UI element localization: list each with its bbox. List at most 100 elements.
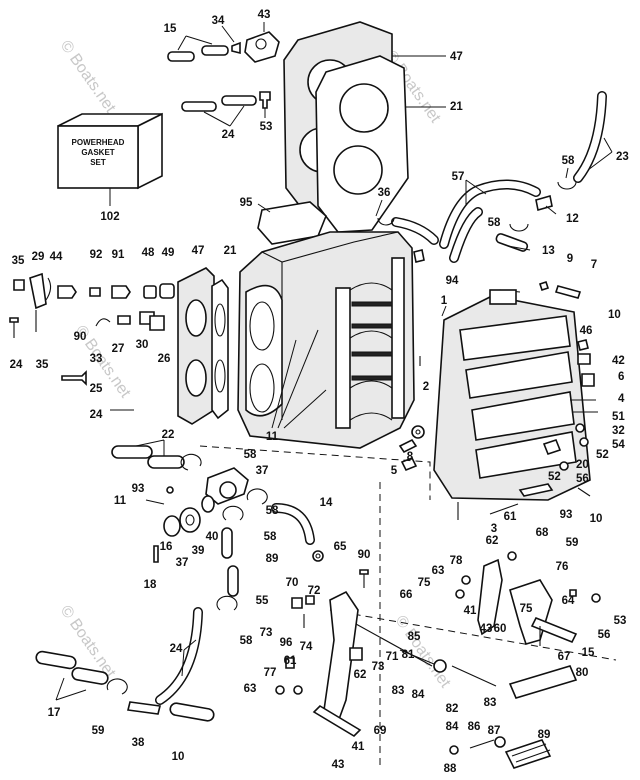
gasket-38 [179, 507, 201, 533]
clamp-58-right [246, 488, 268, 505]
callout-82: 82 [446, 703, 459, 715]
callout-58-b: 58 [488, 217, 501, 229]
callout-58-right: 58 [266, 505, 279, 517]
bolt-19 [153, 545, 159, 563]
callout-62-b: 63 [432, 565, 445, 577]
callout-58-a: 58 [562, 155, 575, 167]
callout-51: 52 [596, 449, 609, 461]
throttle-lever-69 [312, 590, 362, 738]
callout-38: 39 [192, 545, 205, 557]
link-rod-71 [355, 623, 433, 667]
elbow-cover-44 [244, 22, 280, 63]
callout-6: 6 [618, 371, 624, 383]
callout-65: 65 [334, 541, 347, 553]
callout-41-a: 41 [464, 605, 477, 617]
clip-45 [45, 277, 52, 301]
callout-45: 44 [50, 251, 63, 263]
callout-18: 17 [48, 707, 61, 719]
watermark: © Boats.net [57, 38, 119, 117]
callout-29: 27 [112, 343, 125, 355]
hose-23 [573, 91, 613, 183]
callout-31: 15 [164, 23, 177, 35]
cylinder-head-cover-47-left [177, 267, 215, 425]
grommet-65-92 [312, 550, 324, 562]
washers-63-78 [275, 685, 303, 695]
box-label-line3: SET [90, 158, 106, 167]
callout-101: 96 [280, 637, 293, 649]
callout-63: 63 [244, 683, 257, 695]
clamp-58-lower [106, 678, 128, 695]
callout-40: 38 [132, 737, 145, 749]
callout-43-a: 43 [480, 623, 493, 635]
callout-69: 69 [374, 725, 387, 737]
callout-56: 56 [576, 473, 589, 485]
studs-5-8 [398, 425, 425, 472]
callout-92: 89 [266, 553, 279, 565]
plug-94 [57, 285, 77, 299]
clamp-58-thermo [180, 453, 202, 471]
washers-62-76-66 [455, 551, 517, 599]
head-gasket-21-left [211, 278, 229, 420]
link-67-16 [530, 616, 578, 646]
screw-12 [145, 499, 165, 505]
callout-28: 26 [158, 353, 171, 365]
callout-16: 15 [582, 647, 595, 659]
thermostat-housing-37 [205, 467, 249, 505]
callout-30: 30 [136, 339, 149, 351]
thermostat-39 [201, 495, 215, 513]
callout-64: 64 [562, 595, 575, 607]
callout-88: 86 [468, 721, 481, 733]
callout-95: 91 [112, 249, 125, 261]
callout-77: 76 [556, 561, 569, 573]
head-gasket-21-top [315, 55, 446, 233]
bushings-61 [285, 647, 363, 669]
shaft-80 [508, 665, 578, 699]
hose-pair-31 [167, 35, 229, 62]
callout-61-a: 61 [284, 655, 297, 667]
callout-35-bottom: 35 [36, 359, 49, 371]
callout-100: 95 [240, 197, 253, 209]
callout-50: 51 [612, 411, 625, 423]
box-label-line2: GASKET [81, 148, 114, 157]
callout-21-left: 21 [224, 245, 237, 257]
callout-79: 78 [450, 555, 463, 567]
callout-59-a: 59 [566, 537, 579, 549]
callout-75: 75 [520, 603, 533, 615]
callout-76: 75 [418, 577, 431, 589]
callout-19: 18 [144, 579, 157, 591]
callout-1: 1 [441, 295, 448, 307]
callout-60: 61 [504, 511, 517, 523]
hose-24-lower [155, 607, 203, 705]
callout-17: 16 [160, 541, 173, 553]
callout-56-b: 56 [598, 629, 611, 641]
callout-49: 49 [162, 247, 175, 259]
callout-21-top: 21 [450, 101, 463, 113]
studs-70-72-73 [291, 595, 315, 628]
link-97-10 [518, 483, 591, 497]
callout-58-bottom: 59 [92, 725, 105, 737]
callout-8: 8 [407, 451, 414, 463]
callout-24-top: 24 [222, 129, 235, 141]
callout-22: 22 [162, 429, 175, 441]
callout-71: 71 [386, 651, 399, 663]
callout-89: 87 [488, 725, 501, 737]
callout-48: 48 [142, 247, 155, 259]
box-label-line1: POWERHEAD [72, 138, 125, 147]
callout-53: 54 [612, 439, 625, 451]
spring-17 [163, 515, 181, 537]
clamp-58-55 [216, 505, 244, 611]
fittings-46-42 [577, 339, 591, 365]
hose-14 [495, 233, 531, 252]
tee-40 [127, 701, 161, 715]
callout-102: 102 [100, 211, 119, 223]
callout-57: 57 [452, 171, 465, 183]
temp-switch-29-30 [117, 311, 155, 325]
rod-82-85 [451, 665, 497, 687]
callout-58-55: 58 [264, 531, 277, 543]
roller-91 [504, 739, 552, 769]
callout-97: 93 [560, 509, 573, 521]
fitting-54 [259, 91, 271, 118]
valve-20-56 [559, 461, 569, 471]
callout-42: 42 [612, 355, 625, 367]
callout-99: 94 [446, 275, 459, 287]
